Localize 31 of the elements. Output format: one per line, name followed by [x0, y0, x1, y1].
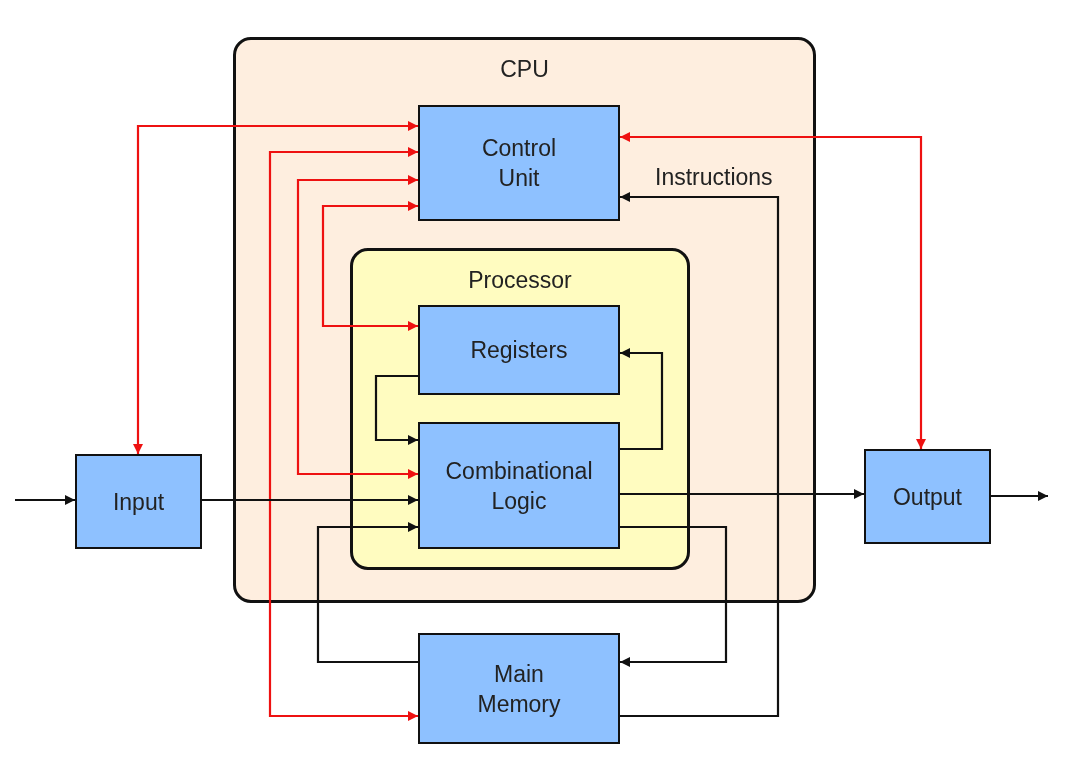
block-box — [75, 454, 202, 549]
arrow — [620, 348, 664, 451]
group-heading: CPU — [499, 55, 550, 84]
block-box — [418, 422, 620, 549]
arrow — [321, 201, 418, 331]
block-label: Registers — [469, 336, 569, 365]
block-label: Control Unit — [480, 134, 558, 193]
block-box — [418, 105, 620, 221]
block-label: Input — [111, 487, 166, 517]
arrow — [374, 374, 418, 445]
arrow — [991, 491, 1048, 501]
arrow — [620, 489, 864, 499]
container-panel — [350, 248, 690, 570]
arrow — [620, 525, 728, 667]
arrow — [620, 192, 780, 718]
arrow — [202, 495, 418, 505]
group-heading: Processor — [467, 266, 573, 295]
arrow — [15, 495, 75, 505]
block-box — [418, 633, 620, 744]
arrow — [133, 121, 418, 454]
container-panel — [233, 37, 816, 603]
arrow — [268, 147, 418, 721]
block-label: Main Memory — [476, 659, 562, 719]
arrow — [316, 522, 418, 664]
arrow — [620, 132, 926, 449]
block-box — [864, 449, 991, 544]
arrow — [296, 175, 418, 479]
block-label: Output — [891, 482, 963, 512]
edge-label: Instructions — [655, 163, 773, 191]
block-box — [418, 305, 620, 395]
block-label: Combinational Logic — [444, 456, 594, 516]
